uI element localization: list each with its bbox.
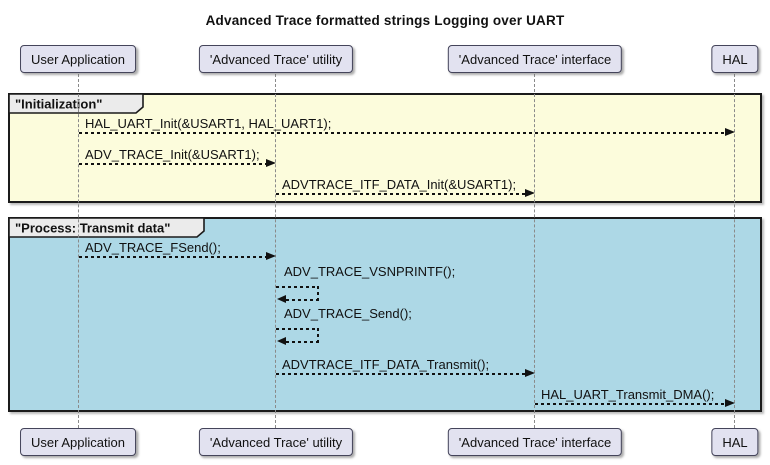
frame-initialization-label: "Initialization"	[8, 93, 144, 114]
self-message-line	[276, 286, 319, 288]
arrowhead-icon	[525, 189, 535, 197]
message-line	[79, 256, 267, 258]
frame-label-pentagon	[8, 93, 144, 114]
participant-user-application-bottom: User Application	[20, 428, 136, 456]
frame-initialization-label-text: "Initialization"	[15, 97, 102, 112]
self-message-line	[286, 299, 319, 301]
participant-user-application-top: User Application	[20, 45, 136, 73]
message-label: ADVTRACE_ITF_DATA_Transmit();	[282, 357, 490, 372]
arrowhead-icon	[277, 337, 286, 345]
message-line	[79, 132, 726, 134]
message-label: ADV_TRACE_Send();	[284, 306, 412, 321]
frame-initialization: "Initialization"	[8, 93, 762, 203]
message-label: ADV_TRACE_VSNPRINTF();	[284, 264, 456, 279]
participant-advanced-trace-interface-bottom: 'Advanced Trace' interface	[447, 428, 623, 456]
diagram-title: Advanced Trace formatted strings Logging…	[205, 13, 565, 28]
frame-label-pentagon	[8, 217, 205, 238]
message-line	[276, 373, 526, 375]
self-message-line	[286, 341, 319, 343]
arrowhead-icon	[525, 369, 535, 377]
message-line	[276, 193, 526, 195]
participant-advanced-trace-utility-top: 'Advanced Trace' utility	[198, 45, 354, 73]
lifeline-advanced-trace-interface	[534, 74, 535, 428]
participant-hal-bottom: HAL	[711, 428, 759, 456]
frame-process-label: "Process: Transmit data"	[8, 217, 205, 238]
message-label: HAL_UART_Transmit_DMA();	[541, 387, 715, 402]
participant-advanced-trace-interface-top: 'Advanced Trace' interface	[447, 45, 623, 73]
lifeline-hal	[734, 74, 735, 428]
message-label: ADV_TRACE_Init(&USART1);	[85, 147, 260, 162]
message-label: HAL_UART_Init(&USART1, HAL_UART1);	[85, 116, 332, 131]
frame-process-transmit-data: "Process: Transmit data"	[8, 217, 762, 412]
message-label: ADVTRACE_ITF_DATA_Init(&USART1);	[282, 177, 517, 192]
message-line	[79, 163, 267, 165]
self-message-line	[317, 286, 319, 301]
lifeline-advanced-trace-utility	[275, 74, 276, 428]
self-message-line	[317, 328, 319, 343]
message-label: ADV_TRACE_FSend();	[85, 240, 221, 255]
arrowhead-icon	[725, 128, 735, 136]
message-line	[535, 403, 726, 405]
self-message-line	[276, 328, 319, 330]
arrowhead-icon	[277, 295, 286, 303]
arrowhead-icon	[266, 252, 276, 260]
participant-hal-top: HAL	[711, 45, 759, 73]
participant-advanced-trace-utility-bottom: 'Advanced Trace' utility	[198, 428, 354, 456]
arrowhead-icon	[266, 159, 276, 167]
lifeline-user-application	[78, 74, 79, 428]
frame-process-label-text: "Process: Transmit data"	[15, 221, 170, 236]
arrowhead-icon	[725, 399, 735, 407]
